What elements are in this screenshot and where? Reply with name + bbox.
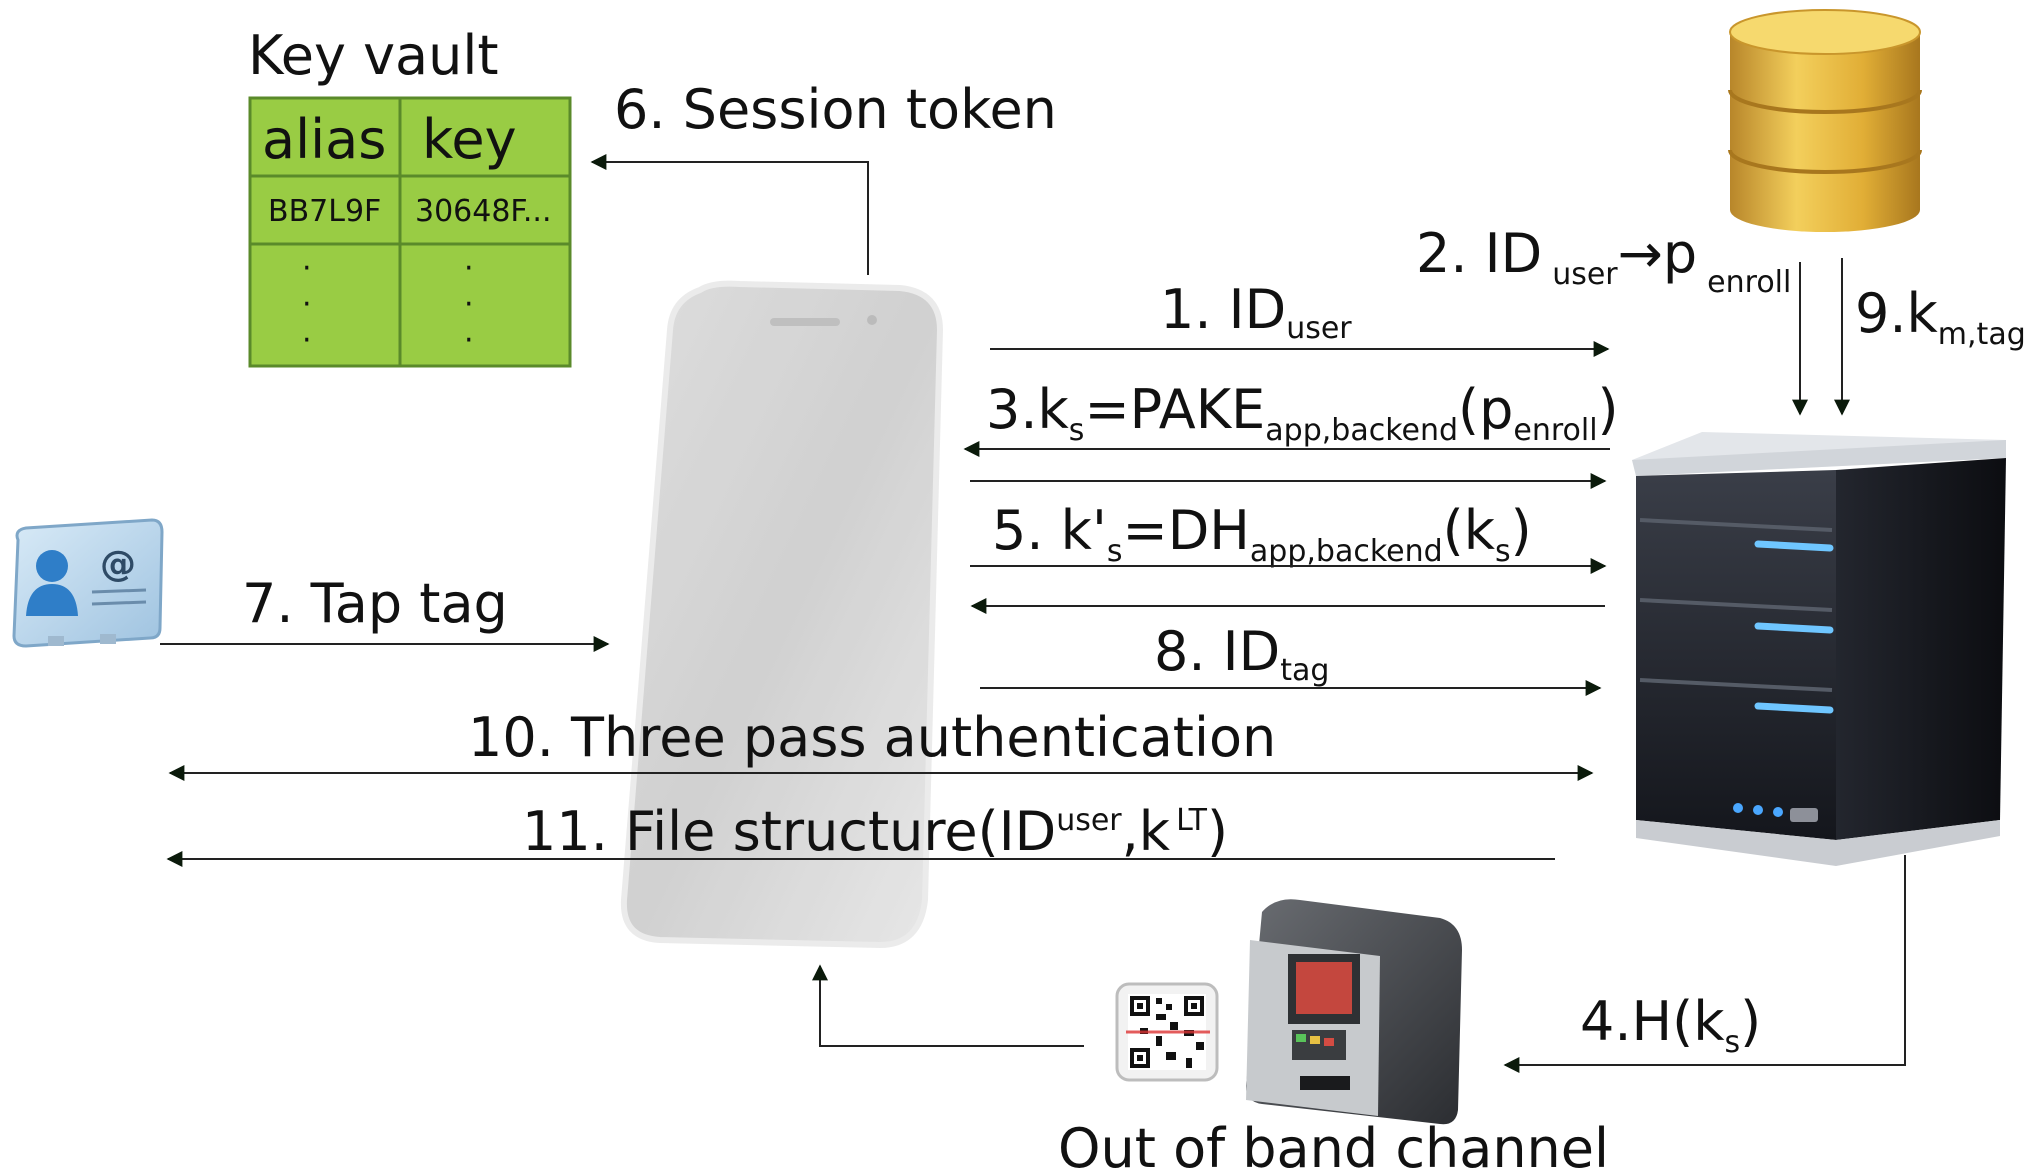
vault-cell-alias: BB7L9F — [268, 194, 381, 229]
label-step10: 10. Three pass authentication — [468, 706, 1276, 769]
svg-text:@: @ — [100, 544, 136, 585]
server-icon — [1632, 432, 2006, 866]
label-session-token: 6. Session token — [614, 78, 1057, 141]
arrow-session-token — [590, 154, 869, 275]
vault-ellipsis-4: · — [464, 251, 474, 286]
arrow-step4 — [1503, 855, 1906, 1073]
label-out-of-band: Out of band channel — [1058, 1117, 1609, 1173]
vault-ellipsis-5: · — [464, 287, 474, 322]
label-step3: 3.ks=PAKEapp,backend(penroll) — [986, 378, 1619, 448]
label-step5: 5. k's=DHapp,backend(ks) — [992, 499, 1532, 569]
atm-icon — [1246, 899, 1462, 1125]
vault-cell-key: 30648F... — [415, 194, 551, 229]
label-step8: 8. IDtag — [1154, 620, 1329, 688]
label-step7: 7. Tap tag — [242, 572, 508, 635]
qr-code-icon — [1115, 982, 1219, 1082]
label-step1: 1. IDuser — [1160, 278, 1352, 346]
key-vault-table: alias key BB7L9F 30648F... · · · · · · — [248, 96, 572, 368]
vault-header-key: key — [422, 108, 517, 171]
vault-ellipsis-3: · — [302, 323, 312, 358]
vault-ellipsis-6: · — [464, 323, 474, 358]
label-step9: 9.km,tag — [1855, 282, 2026, 352]
database-icon — [1728, 9, 1922, 232]
key-vault-title: Key vault — [248, 24, 499, 87]
arrow-qr-to-phone — [812, 964, 1084, 1047]
vault-header-alias: alias — [262, 108, 386, 171]
vault-ellipsis-2: · — [302, 287, 312, 322]
label-step4: 4.H(ks) — [1580, 990, 1761, 1060]
vault-ellipsis-1: · — [302, 251, 312, 286]
contact-card-icon: @ — [12, 518, 164, 648]
